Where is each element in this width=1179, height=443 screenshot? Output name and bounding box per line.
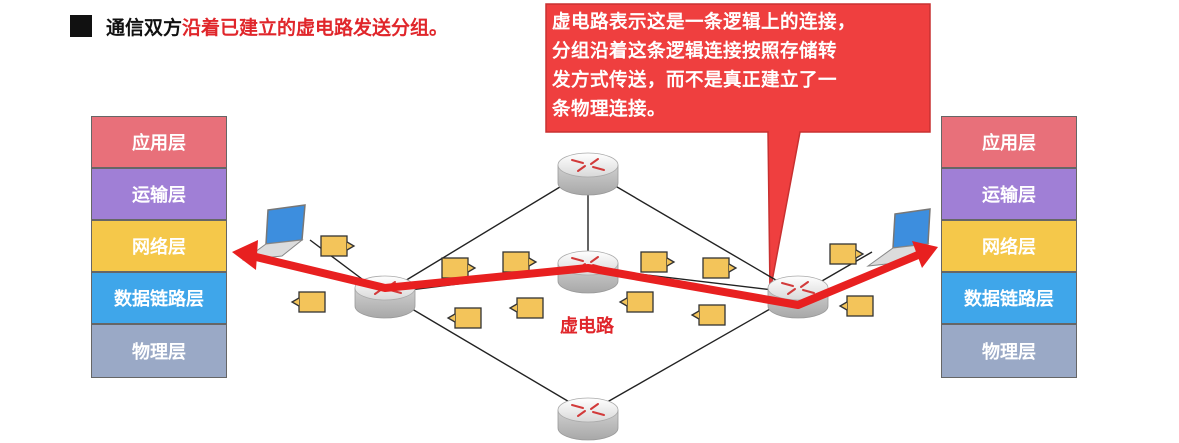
layer-transport: 运输层 xyxy=(91,168,227,220)
packet-icon xyxy=(839,295,874,317)
layer-transport: 运输层 xyxy=(941,168,1077,220)
packet-icon xyxy=(502,251,537,273)
packet-icon xyxy=(691,304,726,326)
layer-datalink: 数据链路层 xyxy=(91,272,227,324)
layer-network: 网络层 xyxy=(941,220,1077,272)
packet-icon xyxy=(441,257,476,279)
packet-icon xyxy=(291,291,326,313)
callout-line: 分组沿着这条逻辑连接按照存储转 xyxy=(552,41,838,62)
layer-physical: 物理层 xyxy=(941,324,1077,378)
heading-highlight: 沿着已建立的虚电路发送分组。 xyxy=(182,16,449,39)
callout-line: 虚电路表示这是一条逻辑上的连接， xyxy=(552,12,857,33)
layer-application: 应用层 xyxy=(941,116,1077,168)
layer-network: 网络层 xyxy=(91,220,227,272)
router-icon xyxy=(557,397,619,441)
callout-bubble xyxy=(545,3,931,293)
virtual-circuit-label: 虚电路 xyxy=(560,316,614,337)
callout-line: 条物理连接。 xyxy=(552,99,667,120)
slide-heading: 通信双方沿着已建立的虚电路发送分组。 xyxy=(70,10,448,42)
router-icon xyxy=(557,152,619,196)
heading-prefix: 通信双方 xyxy=(106,16,183,39)
packet-icon xyxy=(702,257,737,279)
packet-icon xyxy=(509,297,544,319)
bullet-square-icon xyxy=(70,15,92,37)
packet-icon xyxy=(320,235,355,257)
callout-line: 发方式传送，而不是真正建立了一 xyxy=(552,70,838,91)
layer-application: 应用层 xyxy=(91,116,227,168)
packet-icon xyxy=(447,307,482,329)
packet-icon xyxy=(829,243,864,265)
layer-physical: 物理层 xyxy=(91,324,227,378)
callout-text: 虚电路表示这是一条逻辑上的连接， 分组沿着这条逻辑连接按照存储转 发方式传送，而… xyxy=(552,8,924,124)
layer-datalink: 数据链路层 xyxy=(941,272,1077,324)
packet-icon xyxy=(640,251,675,273)
virtual-circuit-path xyxy=(232,240,938,309)
packet-icon xyxy=(619,291,654,313)
